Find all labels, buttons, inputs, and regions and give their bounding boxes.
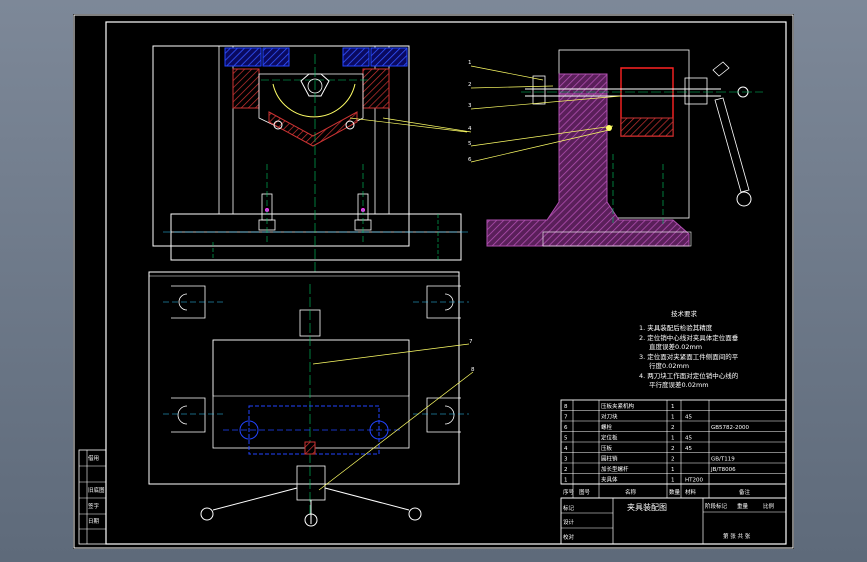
balloon-top-7: 7 <box>469 339 473 345</box>
balloon-right-5: 5 <box>468 141 472 147</box>
bom-cell-qty: 1 <box>671 404 675 410</box>
bom-cell-name: 定位板 <box>601 434 618 442</box>
front-view <box>152 45 469 274</box>
note-line-3: 直度误差0.02mm <box>649 342 702 351</box>
note-line-2: 2. 定位销中心线对夹具体定位面垂 <box>639 333 739 342</box>
balloon-right-2: 2 <box>468 82 472 88</box>
bom-head-material: 材料 <box>685 488 697 496</box>
tb-designer: 设计 <box>563 518 575 526</box>
scale-ratio: 比例 <box>763 502 775 510</box>
tb-checker: 校对 <box>563 533 575 541</box>
bom-head-name: 名称 <box>625 488 637 496</box>
bom-cell-material: 45 <box>685 436 692 442</box>
drawing-sheet: 借用 旧底图 签字 日期 <box>73 14 794 549</box>
scale-stage: 阶段标记 <box>705 502 728 510</box>
bom-head-drawing: 图号 <box>579 488 591 496</box>
notes-heading: 技术要求 <box>671 309 698 318</box>
bom-cell-name: 压板 <box>601 444 613 452</box>
balloon-right-3: 3 <box>468 103 472 109</box>
bom-cell-material: HT200 <box>685 478 703 484</box>
bom-cell-name: 加长型螺杆 <box>601 465 629 473</box>
note-line-1: 1. 夹具装配后检验其精度 <box>639 323 713 332</box>
side-panel: 借用 旧底图 签字 日期 <box>78 449 107 545</box>
bom-head-note: 备注 <box>739 488 751 496</box>
bom-head-qty: 数量 <box>669 488 681 496</box>
assembly-drawing: 借用 旧底图 签字 日期 <box>73 14 794 549</box>
side-cell-2: 签字 <box>88 502 100 510</box>
bom-cell-no: 1 <box>564 478 568 484</box>
bom-cell-note: GB5782-2000 <box>711 425 750 431</box>
note-line-7: 平行度误差0.02mm <box>649 380 709 389</box>
balloon-right-4: 4 <box>468 126 472 132</box>
note-line-5: 行度0.02mm <box>649 361 689 370</box>
scale-weight: 重量 <box>737 502 749 510</box>
top-view: 7 8 <box>148 271 475 527</box>
bom-cell-qty: 1 <box>671 467 675 473</box>
bom-cell-no: 2 <box>564 467 568 473</box>
balloon-right-1: 1 <box>468 60 472 66</box>
balloon-top-8: 8 <box>471 367 475 373</box>
bom-cell-no: 7 <box>564 415 568 421</box>
bom-cell-note: JB/T8006 <box>710 467 736 473</box>
bom-cell-no: 5 <box>564 436 568 442</box>
bom-cell-name: 夹具体 <box>601 476 618 484</box>
side-cell-3: 日期 <box>88 518 100 525</box>
bom-cell-name: 圆柱销 <box>601 455 618 463</box>
bom-cell-no: 6 <box>564 425 568 431</box>
bom-cell-material: 45 <box>685 415 692 421</box>
bom-cell-qty: 1 <box>671 436 675 442</box>
inner-border <box>105 21 787 545</box>
note-line-4: 3. 定位面对夹紧面工件侧面间的平 <box>639 352 739 361</box>
bom-cell-qty: 2 <box>671 446 675 452</box>
bom-cell-name: 压板夹紧机构 <box>601 402 635 410</box>
bom-cell-name: 对刀块 <box>601 413 618 421</box>
title-block: 夹具装配图 阶段标记 重量 比例 标记 设计 校对 第 张 共 张 <box>560 497 787 545</box>
bom-cell-qty: 2 <box>671 425 675 431</box>
balloon-right-6: 6 <box>468 157 472 163</box>
tb-sheet: 第 张 共 张 <box>723 532 751 540</box>
bom-cell-no: 4 <box>564 446 568 452</box>
bom-cell-qty: 2 <box>671 457 675 463</box>
bom-cell-no: 8 <box>564 404 568 410</box>
drawing-title: 夹具装配图 <box>627 502 667 512</box>
side-cell-0: 借用 <box>88 454 99 462</box>
technical-notes: 技术要求 1. 夹具装配后检验其精度 2. 定位销中心线对夹具体定位面垂 直度误… <box>639 309 739 389</box>
bom-cell-qty: 1 <box>671 478 675 484</box>
bom-head-no: 序号 <box>563 488 575 496</box>
side-cell-1: 旧底图 <box>88 486 105 494</box>
bom-cell-note: GB/T119 <box>711 457 735 463</box>
tb-mark: 标记 <box>563 504 575 512</box>
bom-cell-name: 螺栓 <box>601 423 613 431</box>
note-line-6: 4. 两刀块工作面对定位销中心线的 <box>639 371 739 380</box>
bom-cell-material: 45 <box>685 446 692 452</box>
outer-border <box>73 14 794 549</box>
bill-of-materials: 8 压板夹紧机构 1 7 对刀块 1 45 6 螺栓 2 GB5782-2000 5 定位板 1 45 4 压板… <box>560 399 787 499</box>
side-view: 1 2 3 4 5 6 <box>382 49 763 247</box>
bom-cell-no: 3 <box>564 457 568 463</box>
bom-cell-qty: 1 <box>671 415 675 421</box>
